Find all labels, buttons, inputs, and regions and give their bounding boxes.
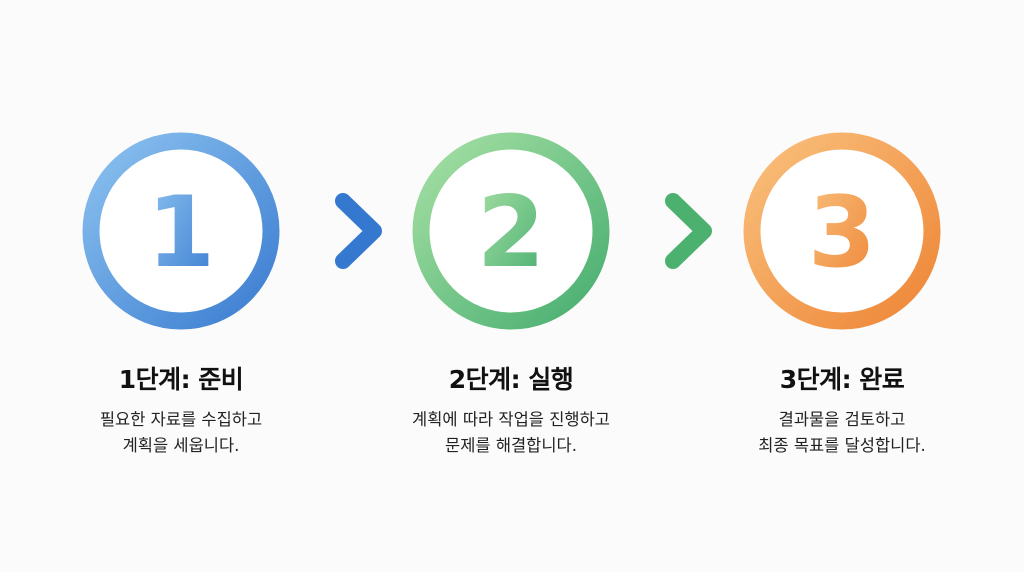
step-1-circle: 1 <box>82 132 280 330</box>
step-1-description: 필요한 자료를 수집하고 계획을 세웁니다. <box>31 407 331 459</box>
step-1-desc-line-2: 계획을 세웁니다. <box>122 436 240 455</box>
step-3-circle: 3 <box>743 132 941 330</box>
step-3-desc-line-2: 최종 목표를 달성합니다. <box>758 436 926 455</box>
step-2-title: 2단계: 실행 <box>448 365 574 394</box>
step-1-title: 1단계: 준비 <box>118 365 244 394</box>
step-2-description: 계획에 따라 작업을 진행하고 문제를 해결합니다. <box>361 407 661 459</box>
step-2-desc-line-2: 문제를 해결합니다. <box>445 436 577 455</box>
step-2-number: 2 <box>477 176 545 290</box>
step-2-desc-line-1: 계획에 따라 작업을 진행하고 <box>412 410 610 429</box>
step-1-caption: 1단계: 준비 필요한 자료를 수집하고 계획을 세웁니다. <box>31 365 331 459</box>
step-1-desc-line-1: 필요한 자료를 수집하고 <box>99 410 263 429</box>
step-3-caption: 3단계: 완료 결과물을 검토하고 최종 목표를 달성합니다. <box>692 365 992 459</box>
step-1-number: 1 <box>147 176 215 290</box>
step-3-desc-line-1: 결과물을 검토하고 <box>778 410 906 429</box>
step-3-title: 3단계: 완료 <box>779 365 905 394</box>
step-3-number: 3 <box>808 176 876 290</box>
arrow-2-to-3 <box>595 193 712 269</box>
step-2-circle: 2 <box>412 132 610 330</box>
step-2-caption: 2단계: 실행 계획에 따라 작업을 진행하고 문제를 해결합니다. <box>361 365 661 459</box>
arrow-1-to-2 <box>264 193 382 269</box>
step-3-description: 결과물을 검토하고 최종 목표를 달성합니다. <box>692 407 992 459</box>
